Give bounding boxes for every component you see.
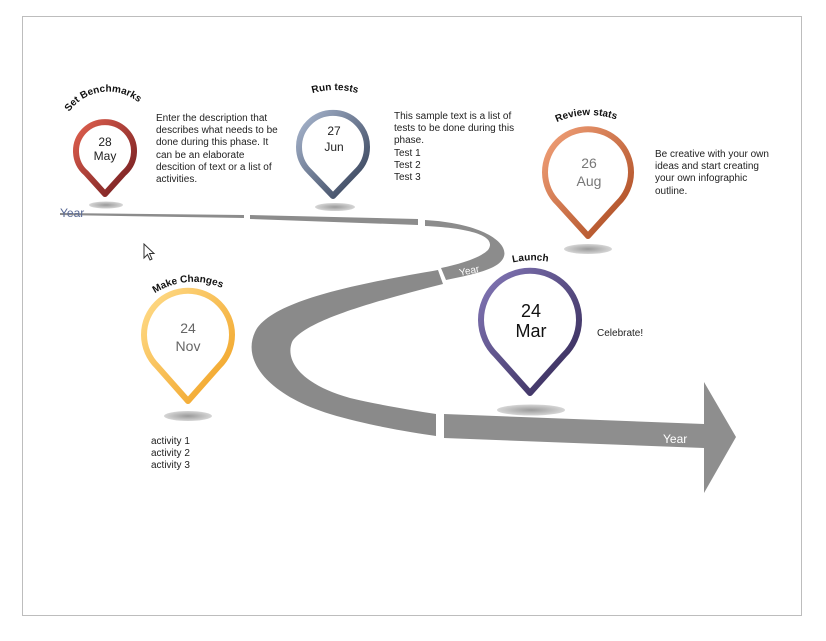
milestone-title: Review stats xyxy=(554,107,619,125)
pin-marker-mar xyxy=(478,267,582,396)
milestone-day: 28 xyxy=(98,135,112,149)
road-arrow xyxy=(444,382,736,493)
milestone-day: 26 xyxy=(581,155,597,171)
pin-marker-aug xyxy=(542,126,634,239)
milestone-description: Celebrate! xyxy=(597,328,644,339)
road-segment-3 xyxy=(425,220,505,280)
road-segment-2 xyxy=(250,215,418,225)
milestone-description: This sample text is a list of tests to b… xyxy=(394,111,515,184)
pin-shadow xyxy=(497,404,565,416)
pin-marker-may xyxy=(73,119,137,197)
milestone-title: Set Benchmarks xyxy=(63,84,144,114)
milestone-title: Run tests xyxy=(311,82,360,96)
milestone-month: Mar xyxy=(516,321,547,341)
milestone-title: Launch xyxy=(511,252,549,265)
milestone-description: Enter the description that describes wha… xyxy=(156,113,278,186)
year-label-start: Year xyxy=(60,206,84,220)
milestone-month: May xyxy=(94,149,117,163)
mouse-cursor-icon xyxy=(143,243,156,261)
milestone-day: 24 xyxy=(180,320,196,336)
milestone-month: Aug xyxy=(577,173,602,189)
road-segment-1 xyxy=(60,213,244,218)
milestone-day: 27 xyxy=(327,124,341,138)
road-segment-4 xyxy=(251,270,443,436)
milestone-month: Jun xyxy=(324,140,343,154)
pin-shadow xyxy=(89,201,123,209)
pin-shadow xyxy=(564,244,612,254)
pin-marker-nov xyxy=(141,287,235,404)
milestone-description: activity 1 activity 2 activity 3 xyxy=(151,436,190,472)
milestone-description: Be creative with your own ideas and star… xyxy=(655,149,769,197)
pin-shadow xyxy=(164,411,212,421)
pin-marker-jun xyxy=(296,110,370,199)
milestone-day: 24 xyxy=(521,301,541,321)
pin-shadow xyxy=(315,203,355,211)
year-label-end: Year xyxy=(663,432,687,446)
milestone-month: Nov xyxy=(176,338,201,354)
year-label-mid: Year xyxy=(458,264,481,279)
